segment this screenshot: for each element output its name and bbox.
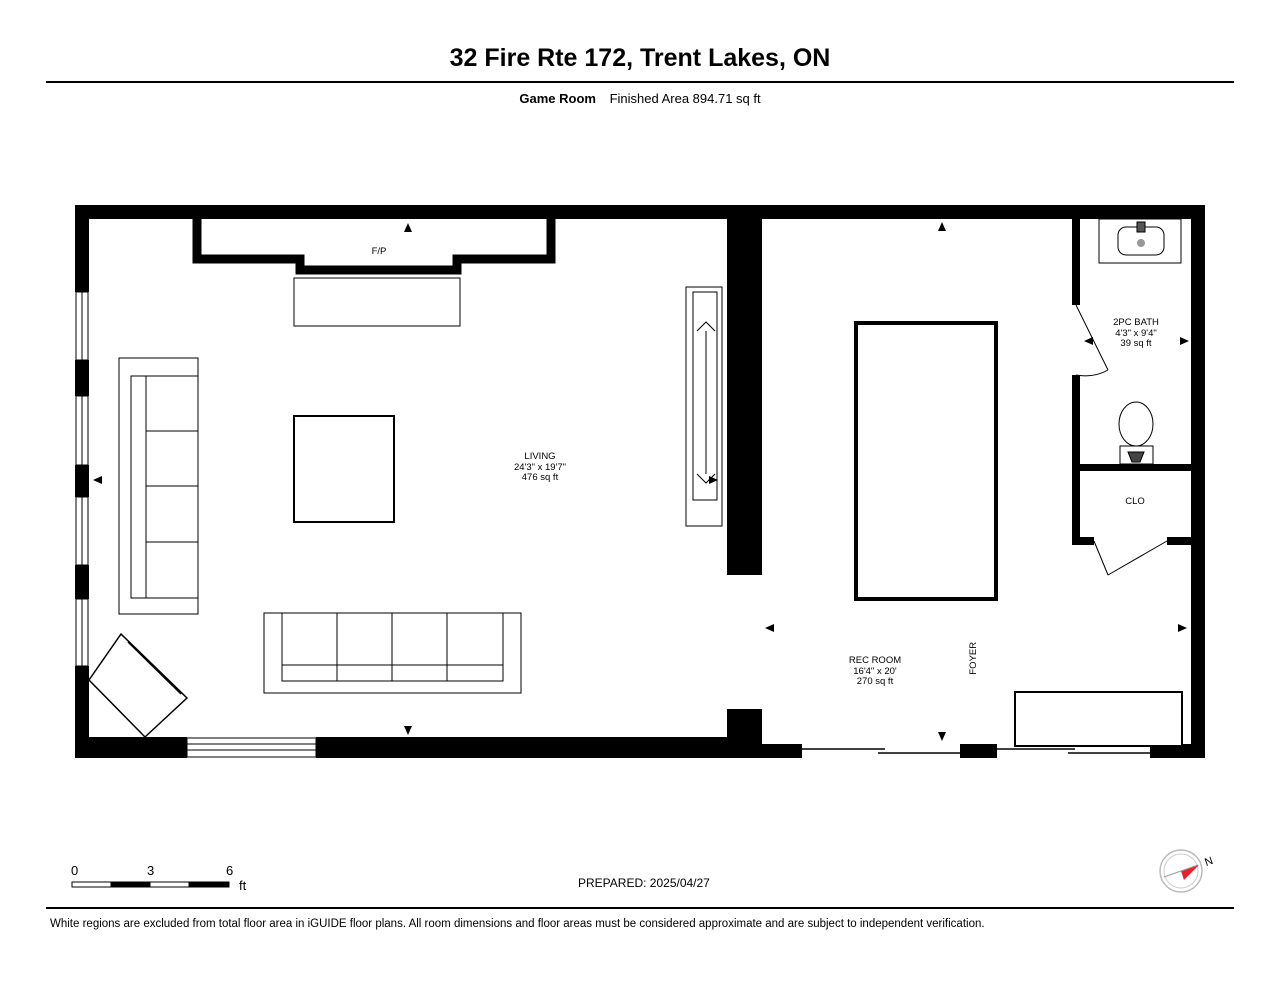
fireplace-wall xyxy=(192,219,556,275)
fireplace-label: F/P xyxy=(371,246,387,257)
room-area: 39 sq ft xyxy=(1120,338,1152,349)
room-name: 2PC BATH xyxy=(1113,317,1159,328)
tv-console xyxy=(685,286,723,527)
hearth xyxy=(293,277,461,327)
direction-arrows xyxy=(93,222,1189,741)
room-area: 476 sq ft xyxy=(521,472,559,483)
exterior-walls xyxy=(75,205,1205,758)
living-room-label: LIVING 24'3" x 19'7" 476 sq ft xyxy=(490,451,590,484)
corner-chair xyxy=(88,632,189,739)
bath-walls xyxy=(1072,219,1205,545)
sofa-left xyxy=(118,357,199,615)
center-wall xyxy=(727,205,1205,758)
sink xyxy=(1098,218,1182,264)
coffee-table xyxy=(293,415,395,523)
sofa-bottom xyxy=(263,612,522,694)
bottom-window xyxy=(186,737,317,758)
foyer-label: FOYER xyxy=(967,641,979,675)
prepared-date: PREPARED: 2025/04/27 xyxy=(578,876,710,890)
finished-area: Finished Area 894.71 sq ft xyxy=(609,91,761,106)
scale-label-mid: 3 xyxy=(147,863,155,878)
room-dims: 24'3" x 19'7" xyxy=(513,461,567,473)
game-table xyxy=(854,321,998,601)
scale-unit: ft xyxy=(239,878,247,893)
bench xyxy=(1014,691,1183,747)
disclaimer-text: White regions are excluded from total fl… xyxy=(50,918,985,930)
room-dims: 4'3" x 9'4" xyxy=(1115,327,1157,339)
scale-label-max: 6 xyxy=(226,863,234,878)
page-title: 32 Fire Rte 172, Trent Lakes, ON xyxy=(449,44,831,72)
toilet xyxy=(1118,401,1154,465)
closet-door xyxy=(1093,540,1168,576)
scale-label-zero: 0 xyxy=(71,863,79,878)
left-windows xyxy=(75,291,89,667)
rec-room-label: REC ROOM 16'4" x 20' 270 sq ft xyxy=(825,655,925,688)
room-dims: 16'4" x 20' xyxy=(853,665,897,677)
room-name: REC ROOM xyxy=(848,655,902,666)
compass-icon xyxy=(1159,849,1203,893)
bath-label: 2PC BATH 4'3" x 9'4" 39 sq ft xyxy=(1096,317,1176,350)
closet-label: CLO xyxy=(1125,496,1145,507)
scale-bar xyxy=(71,881,230,888)
room-area: 270 sq ft xyxy=(856,676,894,687)
sliding-doors xyxy=(802,748,1150,754)
plan-subtitle: Game Room Finished Area 894.71 sq ft xyxy=(0,91,1280,106)
header-divider xyxy=(46,81,1234,83)
room-name: LIVING xyxy=(524,451,556,462)
level-name: Game Room xyxy=(519,91,596,106)
footer-divider xyxy=(46,907,1234,909)
